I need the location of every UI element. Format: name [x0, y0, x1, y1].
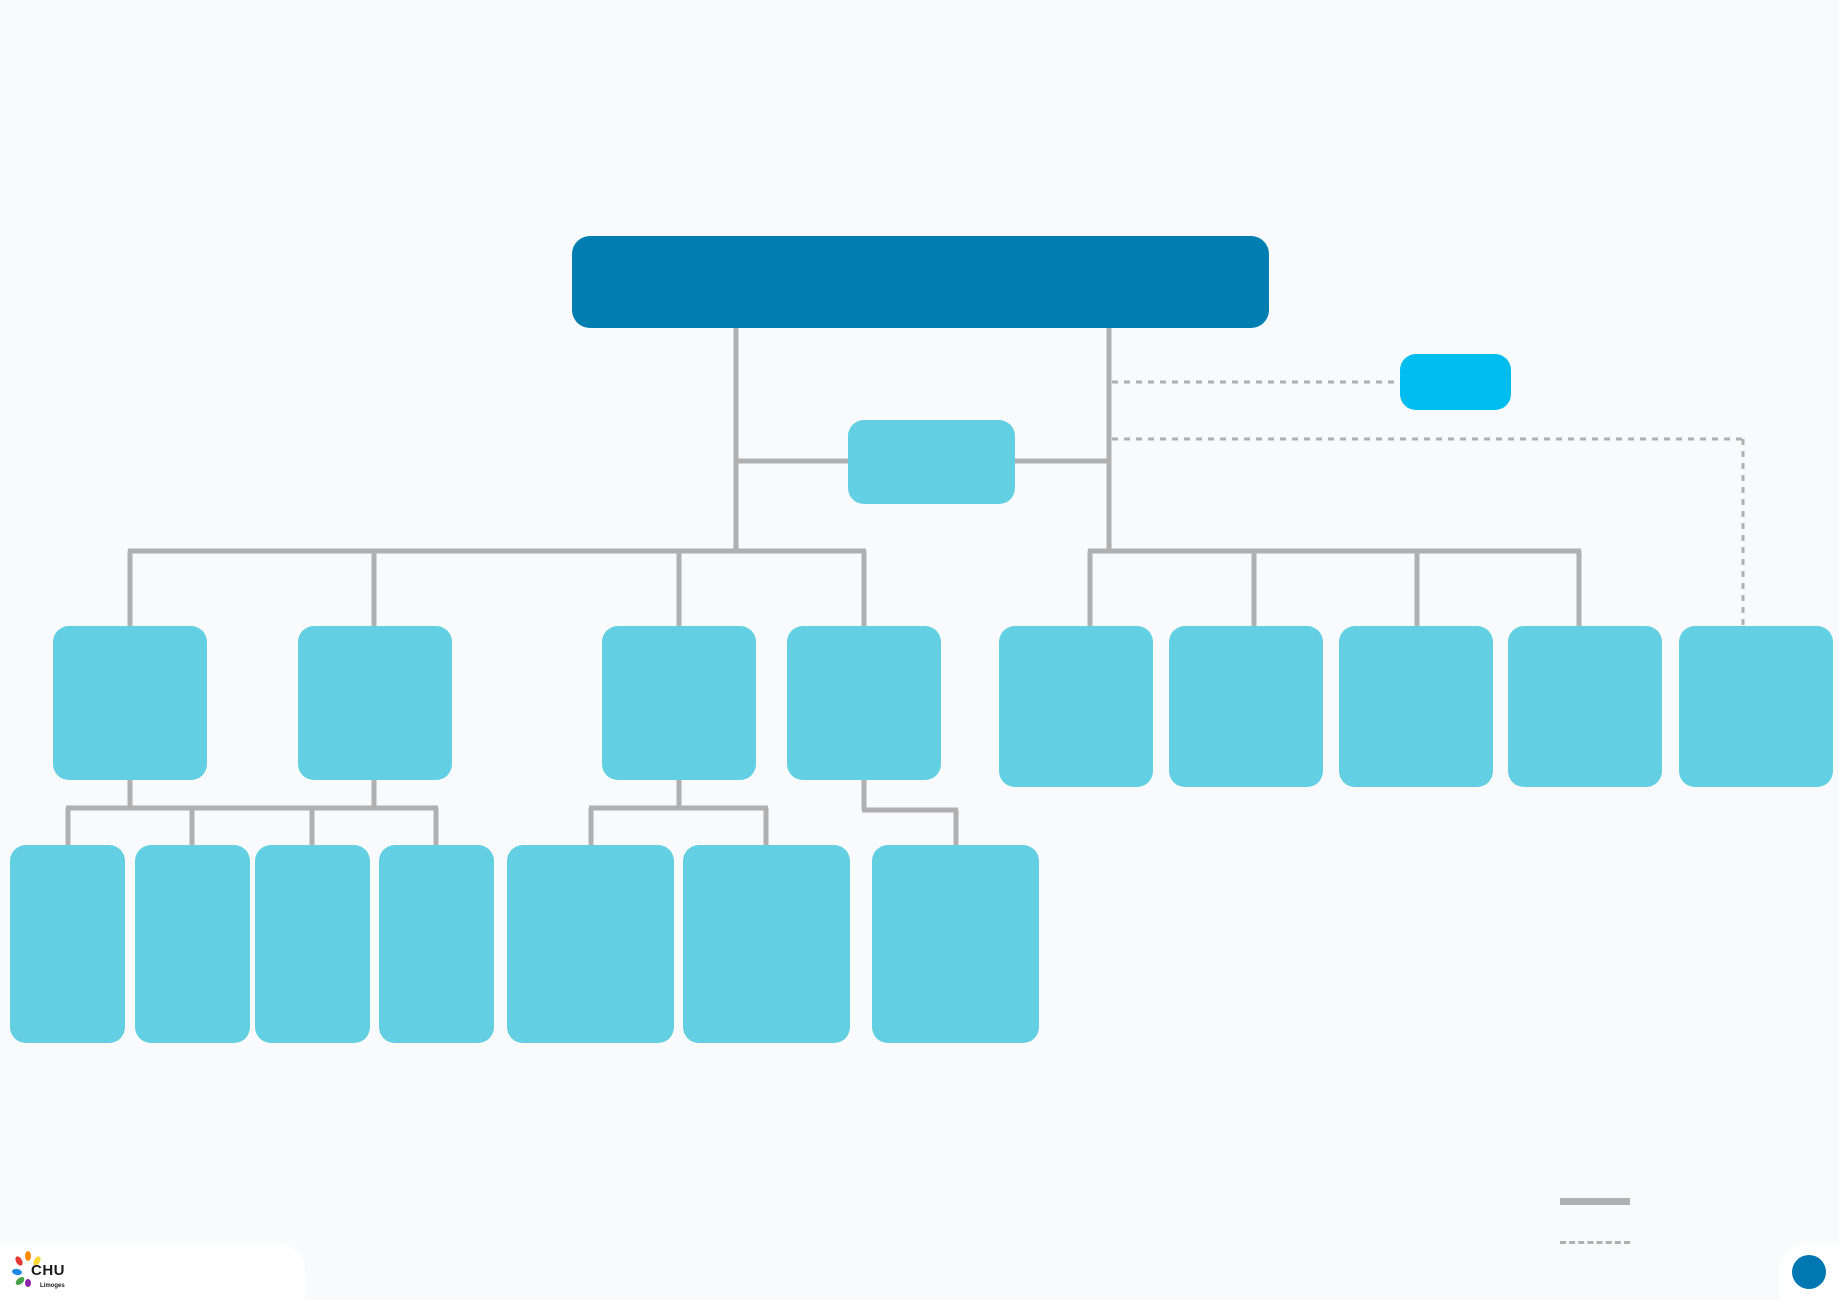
legend-dashed-line [1560, 1241, 1630, 1244]
level3-node [379, 845, 494, 1043]
advisor-node [1400, 354, 1511, 410]
logo-text: CHU [31, 1262, 65, 1279]
chu-limoges-logo: CHU Limoges [12, 1250, 72, 1294]
legend-solid-line [1560, 1198, 1630, 1205]
level2-node [1508, 626, 1662, 787]
level3-node [683, 845, 850, 1043]
level2-node [298, 626, 452, 780]
level2-node [999, 626, 1153, 787]
level2-node [1679, 626, 1833, 787]
level2-node [53, 626, 207, 780]
logo-subtext: Limoges [40, 1283, 65, 1289]
level2-node [787, 626, 941, 780]
page-number-badge [1792, 1255, 1826, 1289]
footer-left-panel [0, 1243, 305, 1300]
staff-node [848, 420, 1015, 504]
level3-node [255, 845, 370, 1043]
level3-node [872, 845, 1039, 1043]
level2-node [1169, 626, 1323, 787]
top-node [572, 236, 1269, 328]
level3-node [135, 845, 250, 1043]
flower-logo-icon [12, 1251, 41, 1287]
level2-node [1339, 626, 1493, 787]
level3-node [507, 845, 674, 1043]
level2-node [602, 626, 756, 780]
level3-node [10, 845, 125, 1043]
